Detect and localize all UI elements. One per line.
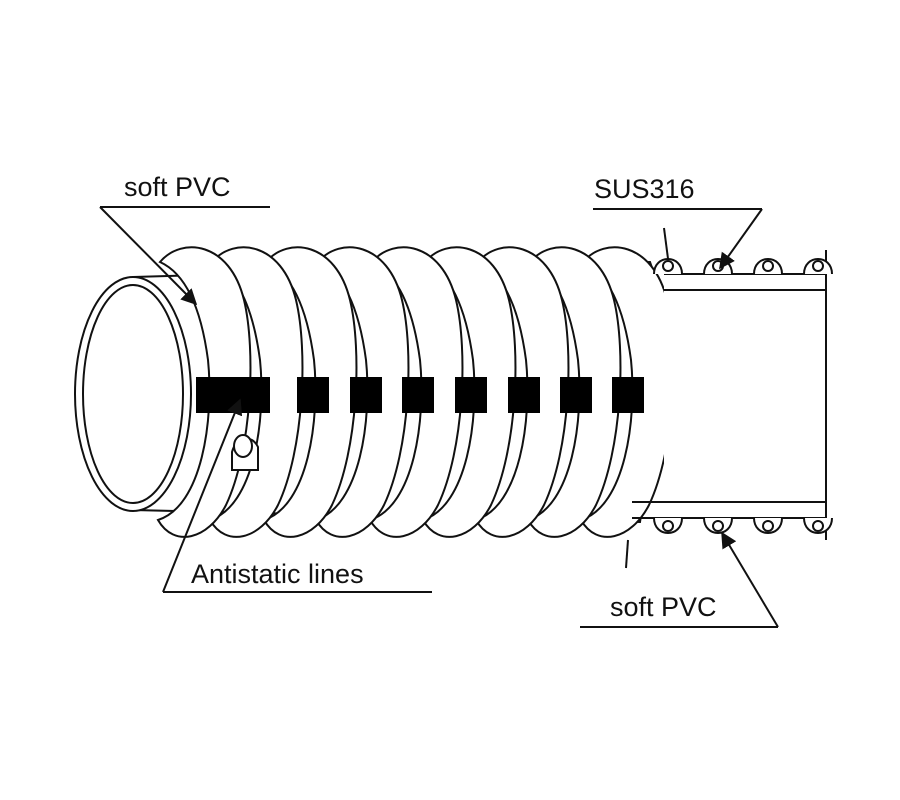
spiral-coil xyxy=(156,246,675,538)
leader-inner-pvc xyxy=(580,531,779,628)
coil-turn xyxy=(474,246,570,538)
label-sus316: SUS316 xyxy=(594,174,695,204)
antistatic-band xyxy=(196,377,644,413)
coil-turn xyxy=(208,246,304,538)
coil-start-section xyxy=(231,434,259,471)
coil-turn xyxy=(421,246,517,538)
band-segment xyxy=(508,377,540,413)
wire-bump xyxy=(653,517,683,534)
band-segment xyxy=(196,377,270,413)
label-inner-pvc: soft PVC xyxy=(610,592,717,622)
coil-turn xyxy=(526,246,622,538)
band-segment xyxy=(402,377,434,413)
wire-bump xyxy=(803,517,833,534)
coil-turn xyxy=(579,246,675,538)
band-segment xyxy=(612,377,644,413)
wire-bump xyxy=(753,258,783,275)
band-segment xyxy=(455,377,487,413)
label-antistatic-lines: Antistatic lines xyxy=(191,559,364,589)
wire-bumps-top xyxy=(653,258,833,275)
wire-bumps-bottom xyxy=(653,517,833,534)
band-segment xyxy=(297,377,329,413)
hose-end-ring xyxy=(74,276,192,512)
wire-bump xyxy=(703,258,733,275)
cutaway-section xyxy=(625,227,827,569)
wire-bump xyxy=(653,258,683,275)
coil-turn xyxy=(314,246,410,538)
coil-turn xyxy=(262,246,358,538)
wire-bump xyxy=(803,258,833,275)
leader-outer-pvc xyxy=(99,206,270,306)
band-segment xyxy=(560,377,592,413)
label-outer-pvc: soft PVC xyxy=(124,172,231,202)
leader-sus316 xyxy=(593,208,763,270)
band-segment xyxy=(350,377,382,413)
coil-turn xyxy=(156,246,252,538)
coil-turn xyxy=(368,246,464,538)
leader-antistatic xyxy=(162,398,432,593)
wire-bump xyxy=(753,517,783,534)
wire-bump xyxy=(703,517,733,534)
